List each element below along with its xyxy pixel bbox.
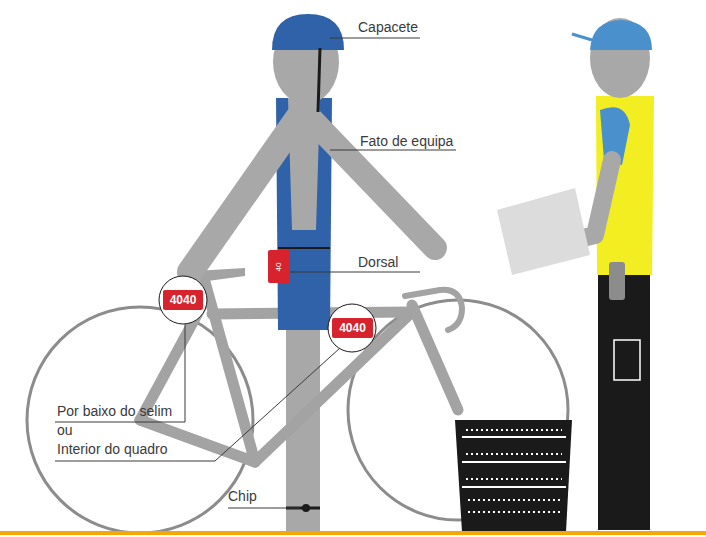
chip-dot (302, 504, 310, 512)
cap-brim (572, 34, 592, 40)
official-pocket (614, 340, 640, 380)
clipboard (497, 188, 590, 275)
number-text: 4040 (170, 294, 197, 306)
basket-holes (466, 430, 562, 512)
tag-highlight (328, 304, 376, 352)
part-label: ou (57, 422, 73, 438)
saddle-number-tag: 4040 (163, 290, 203, 310)
official-trousers (598, 272, 650, 530)
official-cap (590, 20, 652, 50)
front-wheel (348, 300, 568, 520)
ground-line (0, 531, 706, 535)
bib-number: 40 (268, 250, 290, 283)
frame-number-tag: 4040 (332, 318, 373, 338)
left-arm (190, 118, 298, 272)
leader-lines (55, 38, 456, 508)
part-label: Capacete (358, 19, 418, 35)
tag-highlight (159, 276, 207, 324)
part-label: Chip (228, 488, 257, 504)
part-label: Fato de equipa (360, 133, 453, 149)
handlebar (405, 290, 462, 330)
number-text: 4040 (339, 322, 366, 334)
helmet (272, 14, 344, 50)
part-label: Interior do quadro (57, 441, 168, 457)
baskets (455, 420, 572, 532)
basket-slots (462, 437, 566, 487)
helmet-strap (318, 48, 320, 112)
part-label: Dorsal (358, 254, 398, 270)
radio (609, 262, 625, 300)
waist-line (278, 247, 330, 249)
part-label: Por baixo do selim (57, 403, 172, 419)
number-text: 40 (273, 262, 285, 271)
